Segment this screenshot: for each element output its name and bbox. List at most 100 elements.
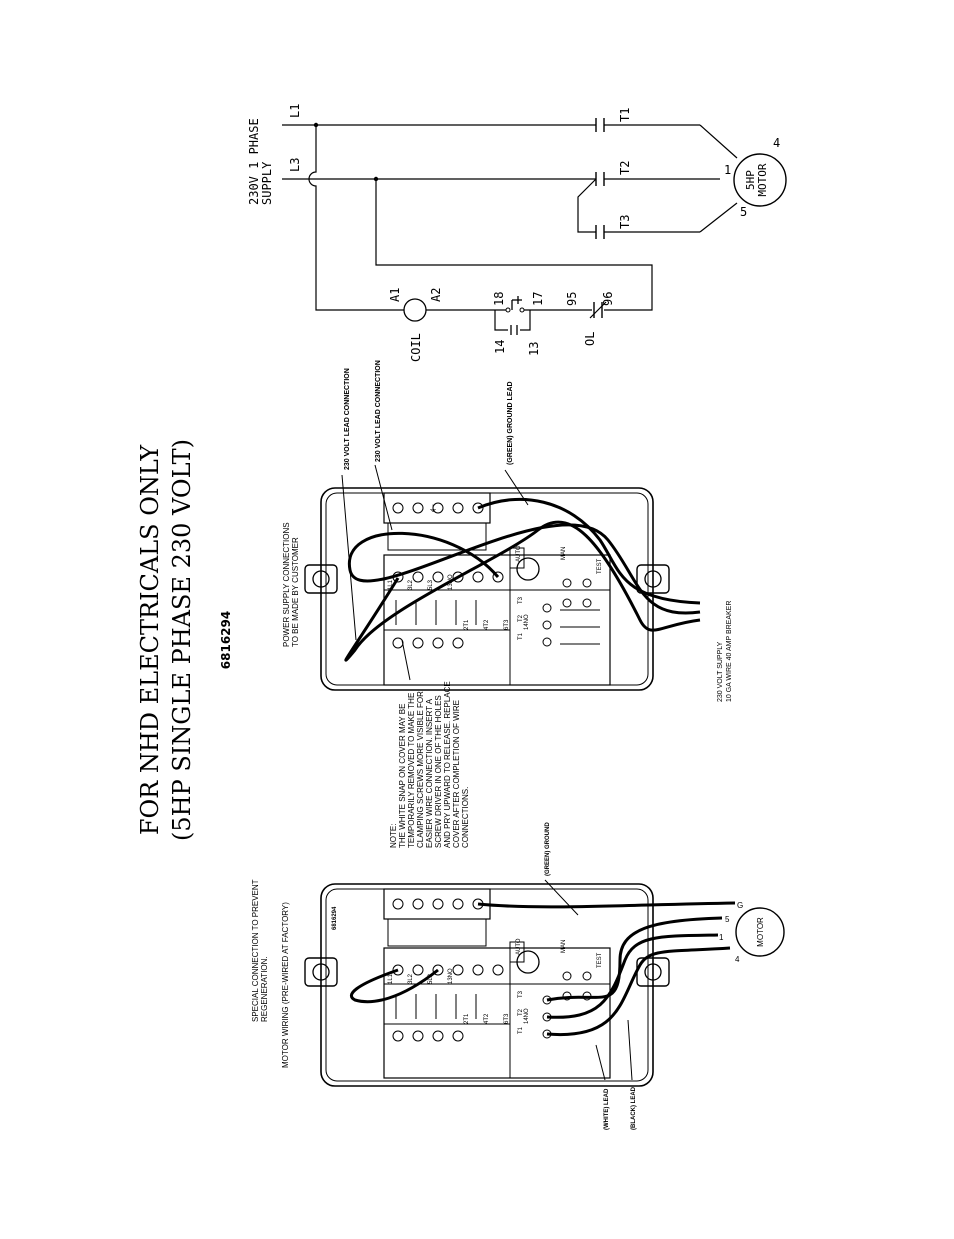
svg-text:CONNECTIONS.: CONNECTIONS.: [461, 787, 470, 848]
svg-text:COVER AFTER COMPLETION OF WIRE: COVER AFTER COMPLETION OF WIRE: [452, 700, 461, 848]
supply-line-1: 230 VOLT SUPPLY: [717, 641, 724, 702]
label-t1: T1: [618, 108, 632, 122]
lower-terminal-cover: [387, 918, 487, 947]
upper-wire-ground: [477, 497, 701, 605]
supply-label-2: SUPPLY: [260, 161, 274, 205]
lower-wire-1: [546, 933, 719, 1019]
special-line-1: SPECIAL CONNECTION TO PREVENT: [251, 879, 260, 1022]
upper-terminal-cover: [387, 522, 487, 551]
upper-box-outer: [320, 487, 654, 691]
svg-text:5L3: 5L3: [428, 579, 434, 590]
upper-contactor-bars: [395, 600, 477, 625]
leader-white-lead: [595, 1044, 606, 1081]
svg-text:4T2: 4T2: [484, 1013, 490, 1024]
label-l3: L3: [288, 158, 302, 172]
lower-contactor-screws: [392, 964, 504, 1042]
svg-text:14NO: 14NO: [524, 614, 530, 630]
label-13: 13: [527, 342, 541, 356]
svg-text:THE WHITE SNAP ON COVER MAY BE: THE WHITE SNAP ON COVER MAY BE: [398, 704, 407, 848]
leader-230-a: [341, 474, 357, 641]
title-group: FOR NHD ELECTRICALS ONLY (5HP SINGLE PHA…: [136, 439, 233, 841]
svg-text:3L2: 3L2: [408, 579, 414, 590]
lower-test-label: TEST: [597, 952, 603, 968]
lower-wire-4: [546, 946, 731, 1037]
lower-mount-hole-left: [312, 963, 330, 981]
label-t3: T3: [618, 215, 632, 229]
upper-ol-block: [509, 547, 525, 569]
svg-text:2T1: 2T1: [464, 619, 470, 630]
lower-term-1: 1: [719, 933, 724, 942]
label-a1: A1: [388, 288, 402, 302]
special-line-2: REGENERATION.: [260, 956, 269, 1022]
svg-text:NOTE:: NOTE:: [389, 824, 398, 848]
upper-mount-hole-left: [312, 570, 330, 588]
svg-text:6T3: 6T3: [504, 1013, 510, 1024]
upper-auto-label: AUTO: [516, 545, 522, 562]
note-block: NOTE: THE WHITE SNAP ON COVER MAY BE TEM…: [389, 681, 470, 848]
motor-term-4: 4: [773, 136, 780, 150]
svg-text:3L2: 3L2: [408, 973, 414, 984]
leader-ground: [504, 469, 529, 506]
wire-13: [520, 310, 531, 331]
coil-symbol: [403, 298, 427, 322]
power-supply-enclosure: ⏚: [282, 360, 733, 848]
label-green-ground: (GREEN) GROUND: [545, 822, 551, 876]
contact-17: [519, 307, 525, 313]
upper-contactor-t-labels: T1 T2 T3: [518, 596, 524, 640]
regeneration-jumper: [349, 968, 439, 1004]
label-14: 14: [493, 340, 507, 354]
upper-mount-left: [304, 564, 338, 594]
wire-t3-motor: [699, 202, 738, 233]
lower-terminal-strip: [383, 888, 491, 920]
label-t2: T2: [618, 161, 632, 175]
lower-part-number: 6816294: [332, 906, 338, 930]
lower-wire-5: [546, 916, 723, 1002]
lower-contactor: [383, 947, 611, 1079]
lower-term-5: 5: [725, 915, 730, 924]
label-95: 95: [565, 292, 579, 306]
wire-t1-motor: [699, 124, 738, 159]
svg-text:T2: T2: [518, 614, 524, 622]
lower-terminal-screws: [392, 898, 484, 910]
leader-note: [401, 639, 411, 681]
svg-text:6T3: 6T3: [504, 619, 510, 630]
label-ol: OL: [583, 332, 597, 346]
label-white-lead: (WHITE) LEAD: [604, 1088, 610, 1130]
label-ground-lead: (GREEN) GROUND LEAD: [507, 381, 514, 465]
label-96: 96: [601, 292, 615, 306]
svg-text:T3: T3: [518, 990, 524, 998]
part-number: 6816294: [219, 611, 233, 669]
svg-text:EASIER WIRE CONNECTION. INSERT: EASIER WIRE CONNECTION. INSERT A: [425, 698, 434, 848]
label-l1: L1: [288, 104, 302, 118]
wire-14: [494, 310, 508, 331]
svg-text:1L1: 1L1: [388, 579, 394, 590]
motor-label-2: MOTOR: [756, 163, 769, 196]
leader-black-lead: [627, 1019, 633, 1081]
label-a2: A2: [429, 288, 443, 302]
leader-green-ground: [544, 879, 579, 916]
svg-text:T3: T3: [518, 596, 524, 604]
upper-ol-screws: [542, 578, 592, 647]
motor-wiring-label: MOTOR WIRING (PRE-WIRED AT FACTORY): [281, 902, 290, 1068]
upper-wire-a: [344, 520, 701, 662]
motor-term-1: 1: [724, 163, 731, 177]
lower-auto-label: AUTO: [516, 938, 522, 955]
svg-text:AND PRY UPWARD TO RELEASE. REP: AND PRY UPWARD TO RELEASE. REPLACE: [443, 681, 452, 848]
lower-mount-hole-right: [644, 963, 662, 981]
contact-18: [505, 307, 511, 313]
svg-text:4T2: 4T2: [484, 619, 490, 630]
svg-text:T1: T1: [518, 1026, 524, 1034]
lower-box-inner: [325, 888, 649, 1082]
lower-contactor-t-labels: T1 T2 T3: [518, 990, 524, 1034]
power-conn-line-2: TO BE MADE BY CUSTOMER: [291, 537, 300, 647]
lower-box-outer: [320, 883, 654, 1087]
svg-text:SCREW DRIVER IN ONE OF THE HOL: SCREW DRIVER IN ONE OF THE HOLES: [434, 695, 443, 848]
wire-l1-coil: [308, 125, 404, 311]
svg-text:TEMPORARILY REMOVED TO MAKE TH: TEMPORARILY REMOVED TO MAKE THE: [407, 693, 416, 848]
lower-term-g: G: [737, 901, 743, 910]
upper-contactor-bottom-labels: 2T1 4T2 6T3 14NO: [464, 614, 530, 630]
wire-control-return: [375, 179, 653, 311]
motor-term-5: 5: [740, 205, 747, 219]
label-coil: COIL: [409, 333, 423, 362]
